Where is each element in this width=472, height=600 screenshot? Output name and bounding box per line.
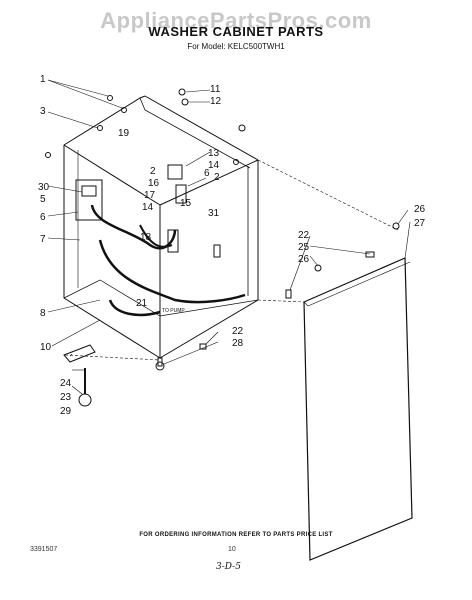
screw-12 (181, 98, 189, 106)
callout-11: 11 (210, 84, 221, 95)
callout-26b: 26 (414, 204, 426, 215)
callout-25: 25 (298, 242, 310, 253)
clip-22a (285, 289, 292, 299)
callout-12: 12 (210, 96, 222, 107)
valve-solenoid (81, 185, 97, 197)
front-panel-edge (303, 261, 411, 307)
screw-26b (392, 222, 400, 230)
callout-16: 16 (148, 178, 160, 189)
callout-22a: 22 (298, 230, 310, 241)
callout-6b: 6 (204, 168, 210, 179)
watermark: AppliancePartsPros.com (100, 8, 372, 33)
callout-13: 13 (208, 148, 220, 159)
callout-15: 15 (180, 198, 192, 209)
callout-21: 21 (136, 298, 148, 309)
handwritten-note: 3-D-5 (216, 562, 241, 572)
clip-25 (365, 251, 375, 258)
document-code: 3391507 (30, 546, 58, 553)
clip-31 (213, 244, 221, 258)
callout-22b: 22 (232, 326, 244, 337)
cabinet-left-side (63, 145, 161, 359)
callout-17: 17 (144, 190, 156, 201)
callout-10: 10 (40, 342, 52, 353)
callout-14a: 14 (142, 202, 154, 213)
callout-14b: 14 (208, 160, 220, 171)
callout-18: 18 (140, 232, 152, 243)
callout-24: 24 (60, 378, 72, 389)
screw-1b (121, 107, 127, 113)
front-panel (303, 257, 413, 561)
cabinet-top-left (63, 95, 146, 146)
callout-27: 27 (414, 218, 426, 229)
page-number: 10 (228, 546, 236, 553)
callout-28: 28 (232, 338, 244, 349)
fill-hose (90, 204, 177, 250)
drain-hose (98, 239, 246, 304)
cabinet-front-edge (63, 144, 161, 206)
callout-3: 3 (40, 106, 46, 117)
to-pump-label: TO PUMP (162, 308, 185, 314)
callout-5: 5 (40, 194, 46, 205)
ordering-info-text: FOR ORDERING INFORMATION REFER TO PARTS … (139, 532, 333, 538)
air-dome (167, 229, 179, 253)
leg-29 (78, 393, 92, 407)
leg-stem-28 (157, 357, 163, 367)
screw-2b (233, 159, 239, 165)
leg-28 (155, 361, 165, 371)
pressure-switch (167, 164, 183, 180)
callout-26a: 26 (298, 254, 310, 265)
callout-30: 30 (38, 182, 50, 193)
callout-2b: 2 (214, 172, 220, 183)
top-flange (139, 97, 251, 169)
screw-1a (107, 95, 113, 101)
dome (175, 184, 187, 204)
page-title: WASHER CABINET PARTS (148, 24, 324, 39)
callout-2a: 2 (150, 166, 156, 177)
screw-11 (178, 88, 186, 96)
callout-29: 29 (60, 406, 72, 417)
screw-30 (45, 152, 51, 158)
inner-hose (139, 224, 173, 248)
callout-1: 1 (40, 74, 46, 85)
water-valve (75, 179, 103, 221)
screw-26a (314, 264, 322, 272)
cabinet-base (63, 279, 259, 317)
screw-3 (97, 125, 103, 131)
cabinet-top-right (144, 95, 259, 161)
callout-23: 23 (60, 392, 72, 403)
model-subtitle: For Model: KELC500TWH1 (187, 42, 285, 51)
foot-bracket (63, 344, 96, 363)
callout-7: 7 (40, 234, 46, 245)
callout-19: 19 (118, 128, 130, 139)
cabinet-back-right (159, 160, 259, 359)
callout-8: 8 (40, 308, 46, 319)
screw-13 (238, 124, 246, 132)
callout-6a: 6 (40, 212, 46, 223)
pump-hose (108, 299, 161, 317)
callout-31: 31 (208, 208, 220, 219)
clip-22b (199, 343, 207, 350)
